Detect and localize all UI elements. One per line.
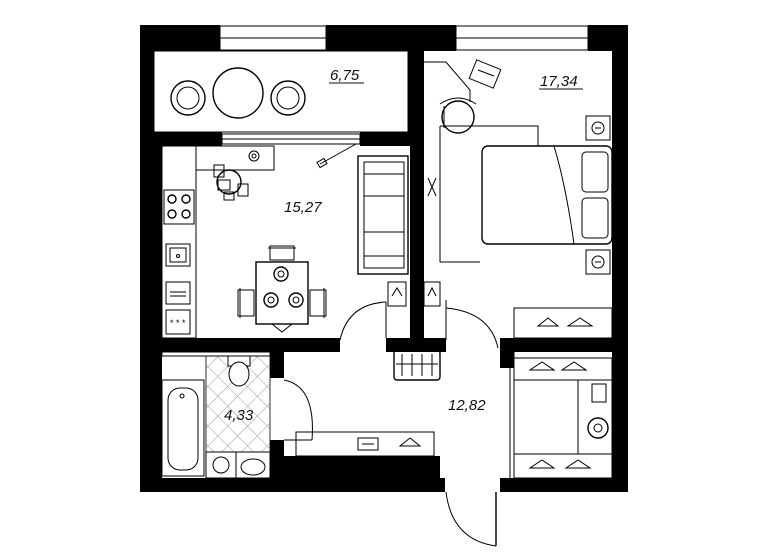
kitchen-living: * * * xyxy=(161,143,409,339)
bedroom-door xyxy=(423,281,499,349)
balcony-area-label: 6,75 xyxy=(330,67,360,84)
small-dining-set xyxy=(213,164,249,201)
bathroom-area-label: 4,33 xyxy=(224,407,254,424)
bedroom-wardrobe xyxy=(427,125,539,263)
wall-bedroom-bottom-left xyxy=(424,338,446,352)
nightstand-top-icon xyxy=(585,115,611,141)
wall-bath-top xyxy=(140,338,210,352)
top-counter-sink-icon xyxy=(248,150,260,162)
bathtub-icon xyxy=(161,379,205,477)
hall: 12,82 xyxy=(283,281,497,547)
nightstand-bottom-icon xyxy=(585,249,611,275)
wall-kitchen-bottom-mid xyxy=(386,338,424,352)
wall-bedroom-bottom-right xyxy=(500,338,628,352)
wall-top-mid xyxy=(326,25,456,51)
bed-icon xyxy=(481,145,613,245)
desk-icon xyxy=(424,59,502,102)
kitchen-door xyxy=(339,281,407,341)
wall-bath-right-top xyxy=(270,338,284,378)
kitchen-counter xyxy=(161,145,197,339)
bedroom-area-label: 17,34 xyxy=(540,73,578,90)
dishwasher-icon: * * * xyxy=(165,309,191,335)
toilet-icon xyxy=(227,355,251,387)
balcony-door xyxy=(316,143,357,169)
kitchen-sink-icon xyxy=(165,243,191,267)
dining-table xyxy=(237,245,327,333)
svg-text:* * *: * * * xyxy=(170,318,186,328)
stovetop-small-icon xyxy=(165,281,191,305)
wall-left-main xyxy=(140,140,162,492)
wall-hall-bottom-block xyxy=(284,456,440,492)
bedroom: 17,34 xyxy=(423,59,613,349)
kitchen-area-label: 15,27 xyxy=(284,199,322,216)
wall-closet-left xyxy=(500,338,514,368)
wall-balcony-bottom-left xyxy=(140,132,222,146)
bathroom-door xyxy=(283,379,313,441)
wall-right xyxy=(612,25,628,492)
bathroom-sink-icon xyxy=(235,451,271,479)
desk-chair-icon xyxy=(439,97,477,134)
washing-machine-icon xyxy=(205,451,237,479)
window-bedroom xyxy=(455,25,589,51)
bathroom: 4,33 xyxy=(161,351,271,479)
entrance-door xyxy=(445,491,497,547)
wall-bottom-right xyxy=(500,478,628,492)
hall-area-label: 12,82 xyxy=(448,397,486,414)
window-balcony xyxy=(219,25,327,51)
wall-kitchen-bedroom xyxy=(410,132,424,342)
sofa-icon xyxy=(357,155,409,275)
radiator-icon xyxy=(393,349,441,381)
balcony: 6,75 xyxy=(153,50,409,133)
walls xyxy=(140,25,628,492)
wall-left-top xyxy=(140,25,154,140)
balcony-table xyxy=(170,67,306,119)
wall-balcony-right xyxy=(408,25,424,146)
walk-in-closet xyxy=(509,352,613,479)
hall-shelf xyxy=(295,431,435,457)
wall-balcony-bottom-right xyxy=(360,132,422,146)
bedroom-closet xyxy=(513,307,613,339)
stove-icon xyxy=(163,189,195,225)
